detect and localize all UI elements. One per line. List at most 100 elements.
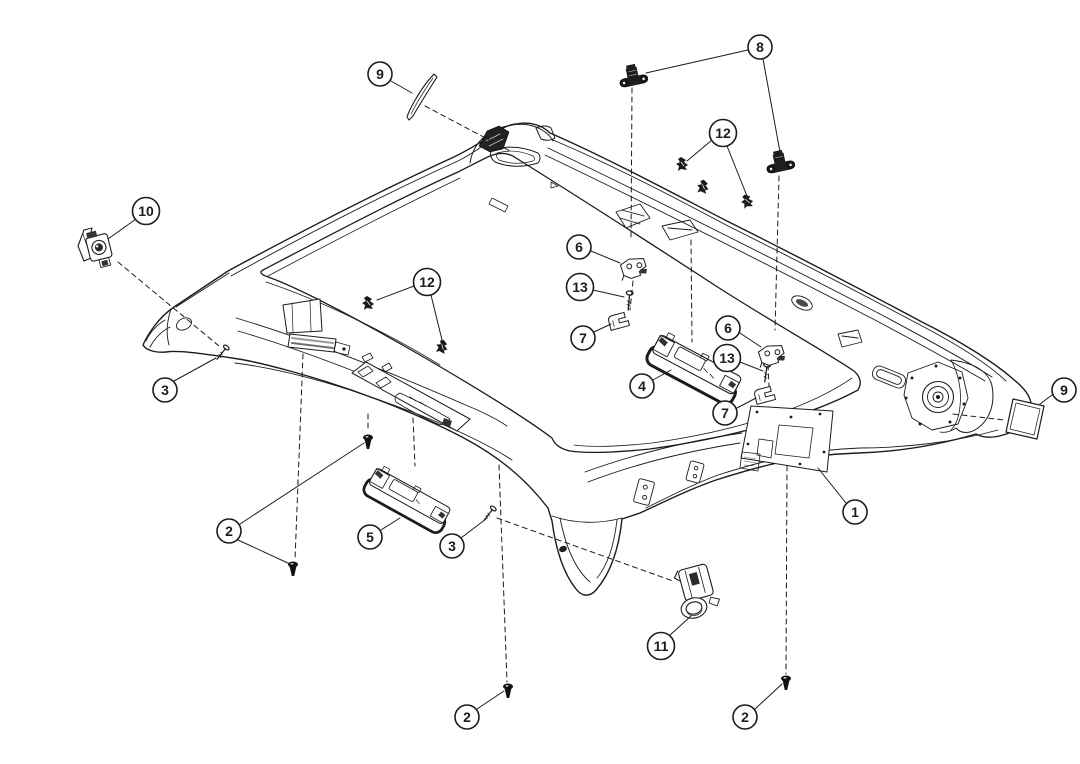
assembly-dashed-line <box>412 417 416 467</box>
callout-leader-line <box>739 361 764 372</box>
exploded-parts <box>77 63 1045 698</box>
callout-balloon[interactable] <box>367 61 393 87</box>
callout-balloon[interactable] <box>712 343 742 373</box>
callout-9-top[interactable]: 9 <box>367 61 413 94</box>
callout-leader-line <box>376 285 415 301</box>
callout-4[interactable]: 4 <box>629 369 672 399</box>
callout-6-right[interactable]: 6 <box>715 315 762 348</box>
bracket-part-8-right <box>766 149 796 174</box>
callout-13-left[interactable]: 13 <box>565 272 625 302</box>
windshield-dart-mark <box>550 181 559 189</box>
callout-balloon[interactable] <box>646 631 676 661</box>
callout-7-left[interactable]: 7 <box>570 323 612 351</box>
headliner-panel <box>142 122 1033 596</box>
callout-leader-line <box>1039 394 1053 405</box>
callout-number: 5 <box>366 529 374 545</box>
sunroof-opening <box>260 152 861 454</box>
callout-balloon[interactable] <box>566 234 592 260</box>
callout-7-right[interactable]: 7 <box>712 397 757 426</box>
clamp-part-7-right <box>754 385 777 405</box>
callout-number: 2 <box>741 709 749 725</box>
callout-leader-line <box>239 442 365 525</box>
rear-mount-tabs <box>633 460 705 506</box>
callout-number: 9 <box>1060 382 1068 398</box>
callout-leader-line <box>762 58 781 153</box>
map-lamp-bracket <box>282 298 351 356</box>
speaker-assembly <box>903 361 969 431</box>
callout-balloon[interactable] <box>732 704 758 730</box>
callout-leader-line <box>817 467 847 504</box>
clip-part-12-a <box>676 157 688 171</box>
callout-11[interactable]: 11 <box>646 615 692 661</box>
callout-2-right[interactable]: 2 <box>732 683 783 730</box>
callout-12-left[interactable]: 12 <box>376 267 443 341</box>
callout-number: 9 <box>376 66 384 82</box>
callout-leader-line <box>736 397 757 409</box>
clip-part-12-c <box>741 194 754 209</box>
callout-number: 12 <box>715 125 731 141</box>
clamp-part-7-left <box>608 311 631 331</box>
callout-balloon[interactable] <box>842 499 868 525</box>
callout-number: 13 <box>719 350 735 366</box>
callout-balloon[interactable] <box>412 267 442 297</box>
callout-12-top[interactable]: 12 <box>686 118 748 197</box>
callout-number: 3 <box>161 382 169 398</box>
callout-balloon[interactable] <box>570 325 596 351</box>
mirror-mount-connector <box>478 125 510 153</box>
callout-number: 11 <box>654 638 669 654</box>
callout-balloon[interactable] <box>565 272 595 302</box>
grab-handle-recess <box>871 365 907 389</box>
callout-balloon[interactable] <box>152 377 178 403</box>
callout-6-left[interactable]: 6 <box>566 234 621 264</box>
pillar-screw-hole <box>176 317 192 331</box>
assembly-dashed-lines <box>117 87 1005 683</box>
callout-balloon[interactable] <box>708 118 738 148</box>
clip-part-2-d <box>781 675 791 690</box>
callout-3-left[interactable]: 3 <box>152 357 217 403</box>
callout-balloon[interactable] <box>1051 377 1077 403</box>
callout-balloon[interactable] <box>712 400 738 426</box>
callout-5[interactable]: 5 <box>357 517 401 550</box>
callout-leader-line <box>645 49 749 74</box>
callout-leader-line <box>237 539 291 565</box>
callout-1[interactable]: 1 <box>817 467 868 525</box>
callout-number: 7 <box>579 330 587 346</box>
callout-balloon[interactable] <box>357 524 383 550</box>
callout-2-left[interactable]: 2 <box>216 442 365 565</box>
callout-2-center[interactable]: 2 <box>454 690 505 730</box>
callout-balloon[interactable] <box>454 704 480 730</box>
callout-balloon[interactable] <box>747 34 773 60</box>
callout-leader-line <box>460 518 487 539</box>
callout-leader-line <box>739 332 762 348</box>
callout-leader-line <box>476 690 505 710</box>
callout-number: 10 <box>138 203 154 219</box>
callout-number: 3 <box>448 538 456 554</box>
blade-strip-part-9 <box>406 73 438 121</box>
callout-number: 2 <box>463 709 471 725</box>
callout-balloon[interactable] <box>131 196 161 226</box>
overhead-console-mount <box>469 123 556 213</box>
clip-part-2-group <box>288 434 791 698</box>
callout-10[interactable]: 10 <box>107 196 161 240</box>
callout-balloon[interactable] <box>715 315 741 341</box>
callout-9-right[interactable]: 9 <box>1039 377 1077 405</box>
callout-13-right[interactable]: 13 <box>712 343 764 373</box>
callout-number: 6 <box>575 239 583 255</box>
bracket-part-8-left <box>619 63 649 88</box>
rear-center-flap <box>551 515 623 583</box>
callout-number: 7 <box>721 405 729 421</box>
callout-leader-line <box>430 294 443 341</box>
callout-leader-line <box>592 289 625 298</box>
pad-part-9 <box>1005 398 1045 440</box>
label-patch <box>739 451 761 472</box>
callout-balloon[interactable] <box>216 518 242 544</box>
callout-leader-line <box>652 369 672 381</box>
callout-balloon[interactable] <box>439 533 465 559</box>
callout-3-center[interactable]: 3 <box>439 518 487 559</box>
callout-8[interactable]: 8 <box>645 34 781 153</box>
callout-leader-line <box>390 80 413 94</box>
callout-balloon[interactable] <box>629 373 655 399</box>
callout-number: 13 <box>572 279 588 295</box>
lamp-part-5 <box>362 465 451 535</box>
